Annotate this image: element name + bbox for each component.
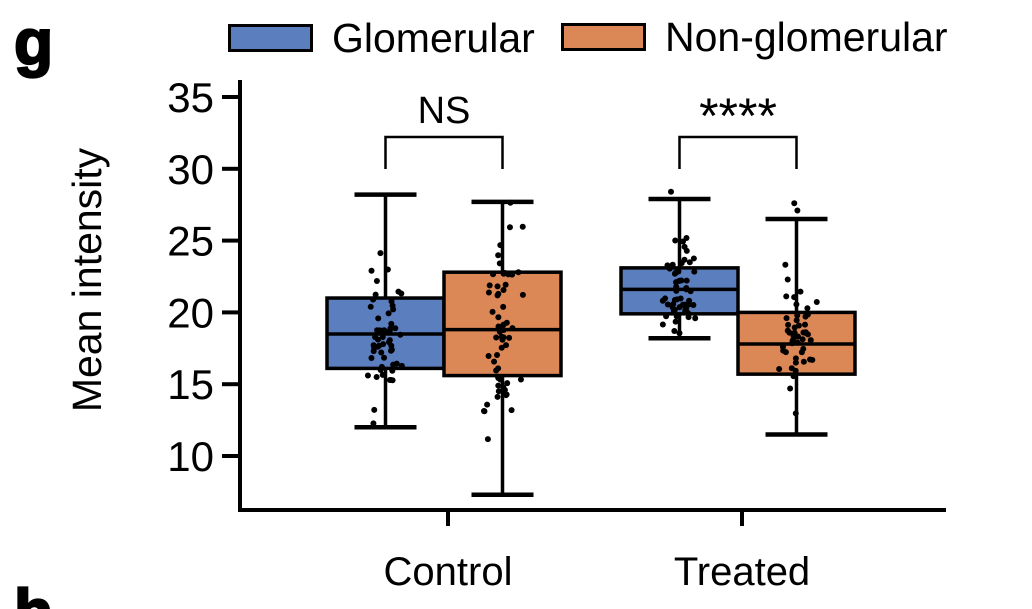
y-axis: 10 15 20 25 30 35 [167,74,238,480]
legend-label-glomerular: Glomerular [332,14,535,61]
significance-label: NS [418,90,471,132]
box-treated-non-glomerular [736,200,857,437]
y-tick-label: 20 [167,289,214,336]
legend-label-non-glomerular: Non-glomerular [665,13,948,60]
panel-label-g: g [13,6,54,78]
panel-label-h: h [13,579,54,609]
significance-bracket [678,135,798,169]
y-tick-label: 35 [167,74,214,121]
x-axis: Control Treated [384,512,810,594]
legend-item-non-glomerular: Non-glomerular [561,14,948,60]
y-tick-label: 10 [167,433,214,480]
significance-treated: **** [678,88,798,169]
legend-swatch-non-glomerular-icon [561,23,646,51]
x-tick-label: Treated [674,550,810,594]
jitter-points [776,200,820,417]
outlier-point [668,188,675,195]
y-axis-title: Mean intensity [64,147,110,412]
jitter-points [659,188,699,337]
outlier-point [794,207,801,214]
y-tick-label: 15 [167,361,214,408]
outlier-point [791,200,798,207]
axes-frame [238,80,946,512]
box-control-glomerular [325,192,446,430]
legend-swatch-glomerular-icon [228,24,313,52]
significance-control: NS [384,90,504,169]
y-tick-label: 30 [167,146,214,193]
x-tick-label: Control [384,550,513,594]
legend-item-glomerular: Glomerular [228,15,535,61]
box-control-non-glomerular [442,199,563,498]
significance-label: **** [699,88,777,144]
jitter-points [364,250,405,427]
box-treated-glomerular [619,188,740,341]
jitter-points [480,199,526,443]
y-tick-label: 25 [167,218,214,265]
significance-bracket [384,135,504,169]
